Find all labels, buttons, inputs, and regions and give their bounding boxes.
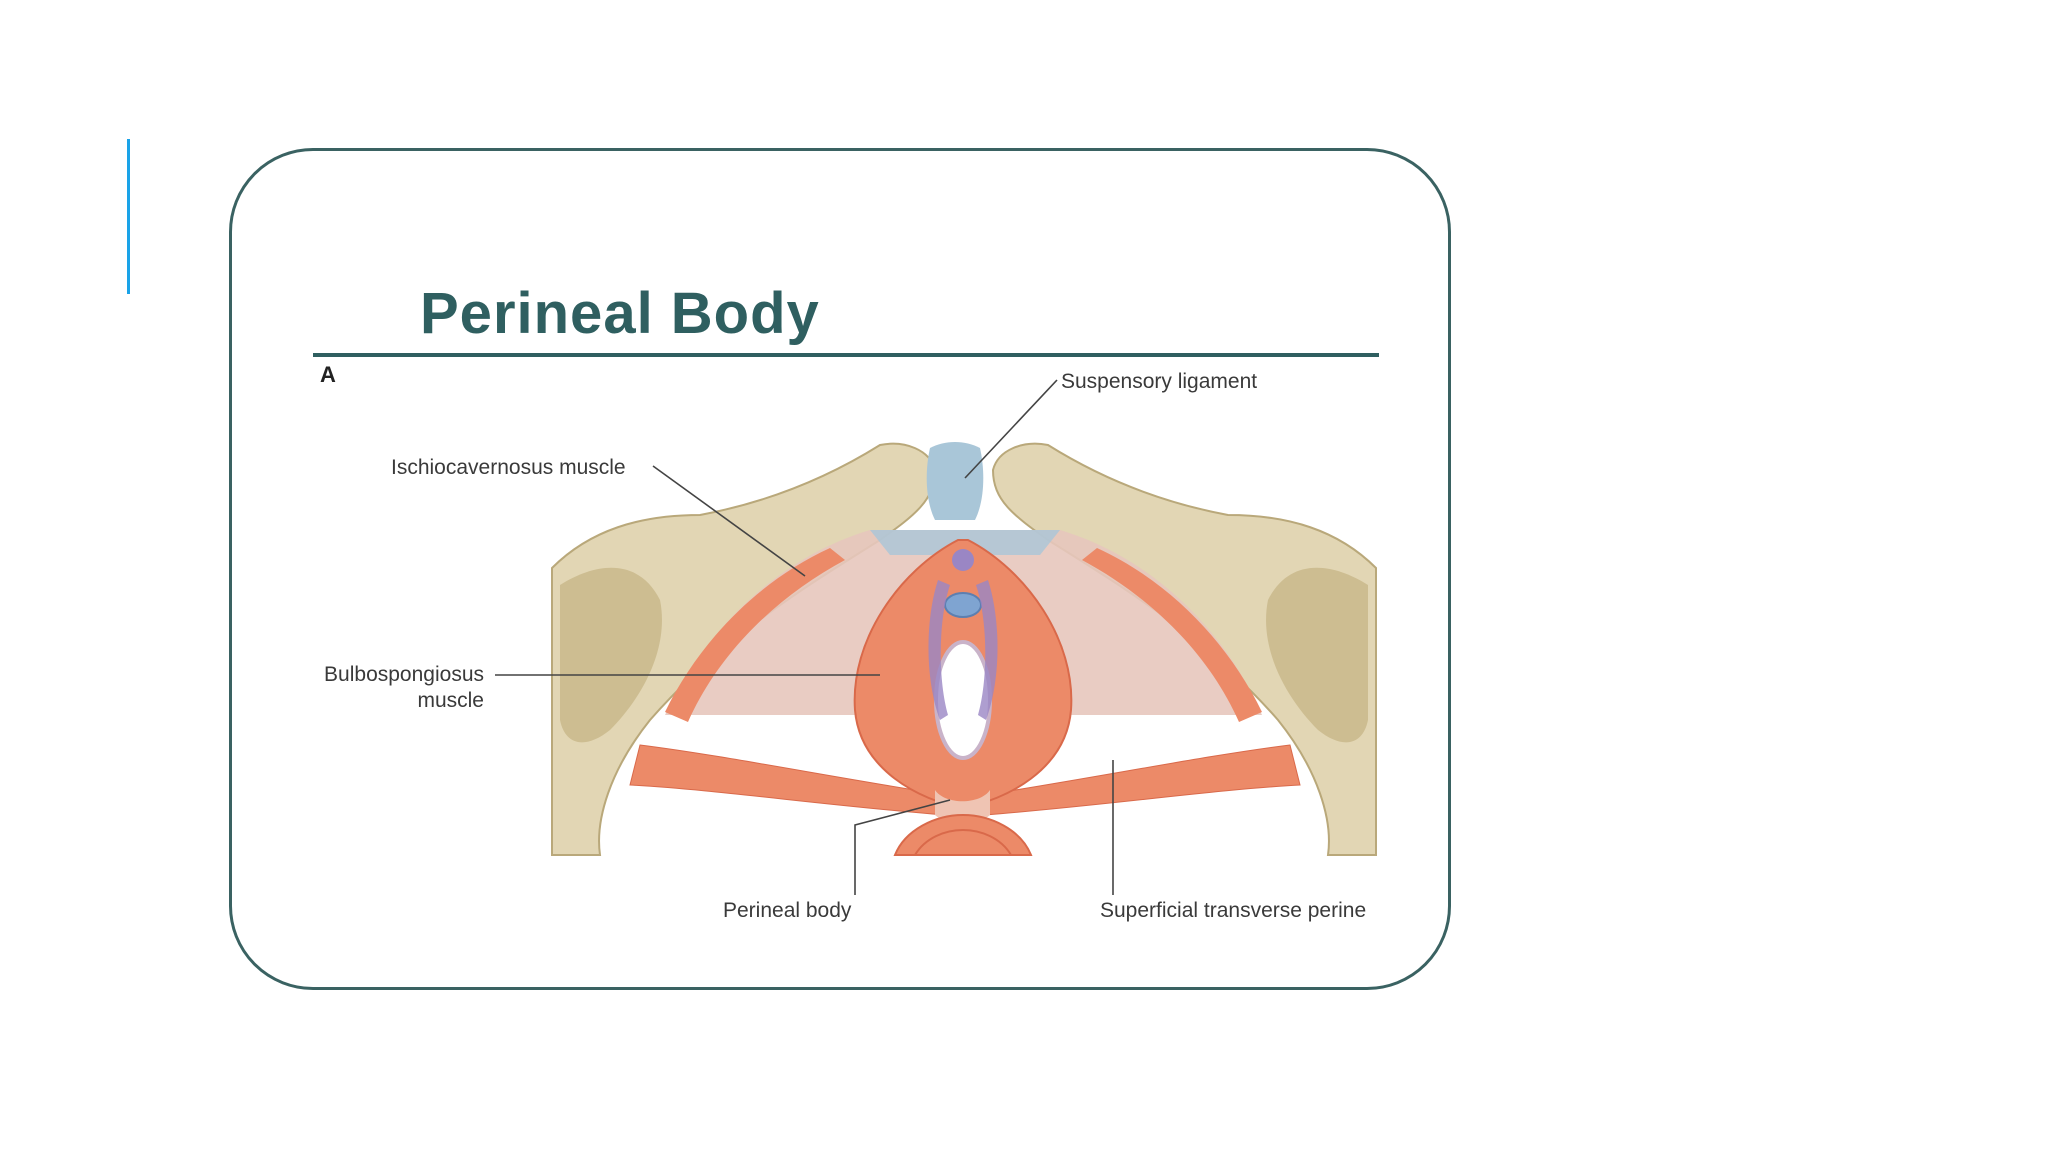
label-superficial-transverse-perineal: Superficial transverse perine <box>1100 899 1367 922</box>
label-bulbospongiosus-line1: Bulbospongiosus <box>324 663 484 686</box>
label-bulbospongiosus-muscle: Bulbospongiosus muscle <box>312 662 484 714</box>
label-perineal-body: Perineal body <box>723 899 852 922</box>
label-suspensory-ligament: Suspensory ligament <box>1061 370 1258 393</box>
perineal-body-and-anal-sphincter <box>893 790 1033 856</box>
slide-title: Perineal Body <box>420 281 820 346</box>
slide-accent-bar <box>127 139 130 294</box>
ischiocavernosus-muscles <box>665 548 1262 722</box>
label-ischiocavernosus-muscle: Ischiocavernosus muscle <box>391 456 626 479</box>
leader-lines <box>495 379 1114 895</box>
label-bulbospongiosus-line2: muscle <box>417 689 484 712</box>
panel-letter: A <box>320 362 336 387</box>
bulbospongiosus-muscle <box>853 539 1073 810</box>
title-rule <box>313 353 1379 357</box>
